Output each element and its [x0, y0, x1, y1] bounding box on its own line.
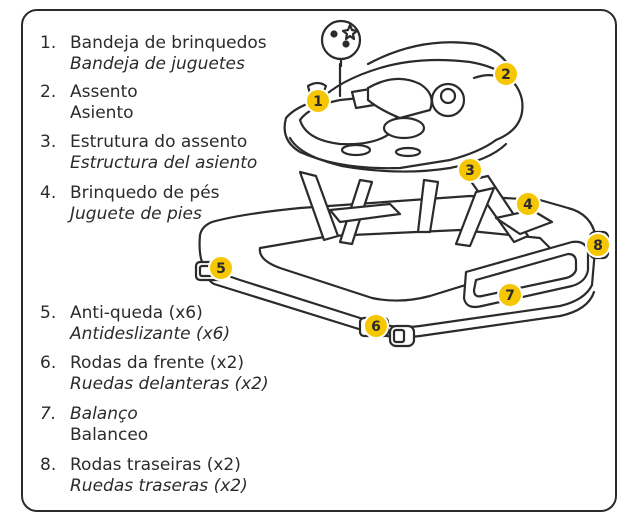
legend-label-pt: Rodas da frente (x2): [70, 353, 245, 373]
legend-label-es: Bandeja de juguetes: [70, 54, 245, 74]
badge-2: 2: [493, 61, 519, 87]
legend-number: 1.: [40, 33, 57, 53]
legend-number: 6.: [40, 353, 57, 373]
legend-number: 3.: [40, 132, 57, 152]
legend-label-es: Estructura del asiento: [70, 153, 258, 173]
badges: 1 2 3 4 5 6 7 8: [208, 61, 611, 339]
legend-label-es: Balanceo: [70, 425, 149, 445]
legend-label-pt: Balanço: [70, 404, 138, 424]
legend-label-es: Asiento: [70, 103, 134, 123]
legend-label-pt: Rodas traseiras (x2): [70, 455, 241, 475]
badge-label: 1: [313, 94, 323, 110]
badge-label: 4: [523, 197, 533, 213]
legend-label-pt: Bandeja de brinquedos: [70, 33, 267, 53]
legend-number: 7.: [40, 404, 57, 424]
legend-label-es: Antideslizante (x6): [70, 324, 231, 344]
badge-label: 3: [465, 163, 475, 179]
legend-label-es: Ruedas delanteras (x2): [70, 374, 269, 394]
badge-label: 6: [371, 319, 381, 335]
legend-label-pt: Estrutura do assento: [70, 132, 248, 152]
badge-label: 5: [216, 261, 226, 277]
badge-4: 4: [515, 191, 541, 217]
legend-label-pt: Brinquedo de pés: [70, 183, 220, 203]
legend-number: 5.: [40, 303, 57, 323]
badge-5: 5: [208, 255, 234, 281]
legend-number: 8.: [40, 455, 57, 475]
legend-label-pt: Anti-queda (x6): [70, 303, 203, 323]
legend-label-es: Ruedas traseras (x2): [70, 476, 248, 496]
badge-label: 7: [505, 288, 515, 304]
badge-6: 6: [363, 313, 389, 339]
legend-number: 2.: [40, 82, 57, 102]
legend-label-pt: Assento: [70, 82, 138, 102]
badge-7: 7: [497, 282, 523, 308]
diagram-frame: [21, 9, 617, 512]
badge-label: 8: [593, 238, 603, 254]
legend-number: 4.: [40, 183, 57, 203]
legend-label-es: Juguete de pies: [70, 204, 202, 224]
badge-label: 2: [501, 67, 511, 83]
badge-1: 1: [305, 88, 331, 114]
badge-8: 8: [585, 232, 611, 258]
badge-3: 3: [457, 157, 483, 183]
